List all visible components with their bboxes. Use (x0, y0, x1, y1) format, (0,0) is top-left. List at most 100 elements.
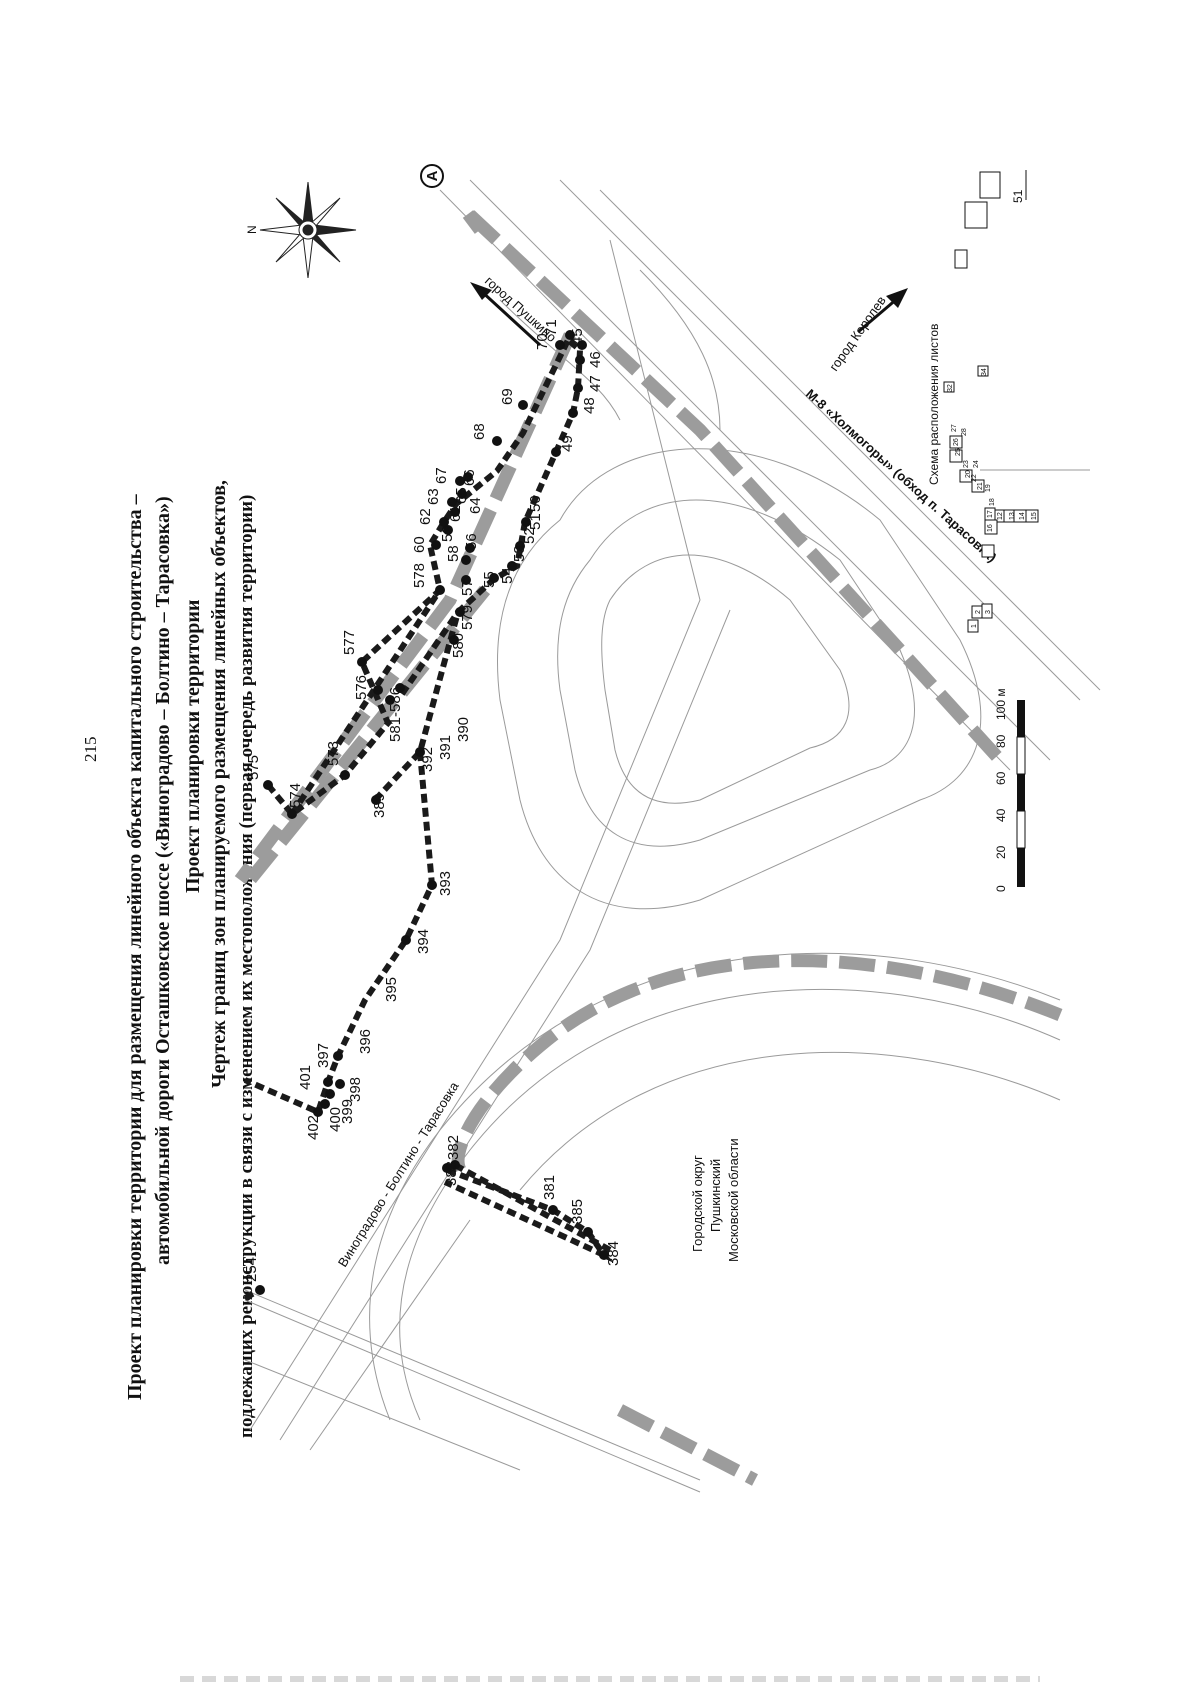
sheet-3: 3 (985, 610, 992, 614)
point-384 (599, 1250, 609, 1260)
label-402: 402 (305, 1115, 322, 1140)
point-47 (573, 383, 583, 393)
point-383 (442, 1163, 452, 1173)
label-korolev: город Королев (826, 293, 889, 374)
zone-left (243, 751, 436, 1117)
district-line-1: Городской округ (690, 1155, 705, 1252)
sheet-26: 26 (953, 438, 960, 446)
point-60 (431, 540, 441, 550)
point-578 (435, 585, 445, 595)
label-70: 70 (534, 333, 551, 350)
label-66: 66 (461, 469, 478, 486)
road-arc-3 (519, 1051, 1061, 1191)
point-579 (455, 607, 465, 617)
scale-bar: 0 20 40 60 80 100 м (994, 688, 1026, 892)
ramp-2 (639, 269, 721, 431)
label-55: 55 (481, 571, 498, 588)
sheet-21: 21 (977, 482, 984, 490)
label-581-586: 581-586 (387, 687, 404, 742)
label-389: 389 (371, 793, 388, 818)
point-52 (521, 517, 531, 527)
scan-noise (180, 1676, 1040, 1682)
scale-tick-0: 0 (994, 885, 1008, 892)
label-64: 64 (467, 497, 484, 514)
label-390: 390 (455, 717, 472, 742)
label-395: 395 (383, 977, 400, 1002)
sheet-23: 23 (963, 460, 970, 468)
highway-edge-4 (599, 189, 1101, 691)
road-loop-inner (557, 499, 915, 847)
sheet-index-title: Схема расположения листов (927, 324, 941, 485)
sheet-32: 32 (947, 384, 954, 392)
point-69 (518, 400, 528, 410)
label-48: 48 (581, 397, 598, 414)
boundary-diag-2 (244, 585, 491, 885)
label-49: 49 (559, 435, 576, 452)
point-53 (515, 541, 525, 551)
sheet-2: 2 (975, 610, 982, 614)
point-397 (323, 1077, 333, 1087)
road-loop-inner-2 (601, 554, 850, 804)
point-385 (583, 1227, 593, 1237)
scale-tick-60: 60 (994, 771, 1008, 785)
label-69: 69 (499, 388, 516, 405)
point-402 (313, 1107, 323, 1117)
scale-tick-20: 20 (994, 845, 1008, 859)
point-398 (335, 1079, 345, 1089)
sheet-15: 15 (1031, 512, 1038, 520)
sheet-28: 28 (961, 428, 968, 436)
boundary-top-left (462, 210, 486, 234)
label-383: 383 (443, 1161, 460, 1186)
label-399: 399 (339, 1099, 356, 1124)
sheet-marker-letter: A (424, 170, 441, 181)
road-arc-1 (399, 988, 1061, 1421)
label-45: 45 (569, 328, 586, 345)
label-381: 381 (541, 1175, 558, 1200)
label-59: 59 (439, 525, 456, 542)
compass-rose: N (245, 181, 357, 279)
rail-line-2 (244, 1299, 701, 1493)
point-48 (568, 408, 578, 418)
arrow-korolev-icon (857, 296, 899, 334)
label-575: 575 (245, 755, 262, 780)
label-573: 573 (325, 741, 342, 766)
point-574 (287, 809, 297, 819)
sheet-25: 25 (955, 448, 962, 456)
label-254: 254 (243, 1257, 260, 1282)
label-392: 392 (419, 747, 436, 772)
label-61: 61 (447, 505, 464, 522)
label-580: 580 (450, 633, 467, 658)
label-71: 71 (543, 319, 560, 336)
point-49 (551, 447, 561, 457)
label-63: 63 (425, 488, 442, 505)
sheet-12: 12 (997, 512, 1004, 520)
scale-tick-100: 100 м (994, 688, 1008, 720)
sheet-marker: A (420, 164, 444, 188)
label-400: 400 (327, 1107, 344, 1132)
point-62 (439, 517, 449, 527)
point-576 (373, 685, 383, 695)
sheet-17: 17 (987, 510, 994, 518)
district-label: Городской округ Пушкинский Московской об… (690, 1138, 741, 1262)
point-381 (548, 1205, 558, 1215)
point-66 (463, 472, 473, 482)
ramp-1 (499, 299, 621, 421)
rail-line-3 (244, 1359, 521, 1471)
label-384: 384 (605, 1241, 622, 1266)
point-55 (489, 573, 499, 583)
boundary-highway (465, 210, 1005, 765)
highway-edge-2 (469, 179, 1051, 761)
label-397: 397 (315, 1043, 332, 1068)
zone-upper (265, 338, 571, 819)
label-401: 401 (297, 1065, 314, 1090)
local-road-2 (279, 609, 731, 1441)
label-47: 47 (587, 375, 604, 392)
label-574: 574 (287, 783, 304, 808)
point-46 (575, 355, 585, 365)
sheet-1: 1 (971, 624, 978, 628)
label-393: 393 (437, 871, 454, 896)
sheet-13: 13 (1009, 512, 1016, 520)
zone-lower-2 (453, 1162, 612, 1253)
point-254 (255, 1285, 265, 1295)
sheet-24: 24 (973, 460, 980, 468)
